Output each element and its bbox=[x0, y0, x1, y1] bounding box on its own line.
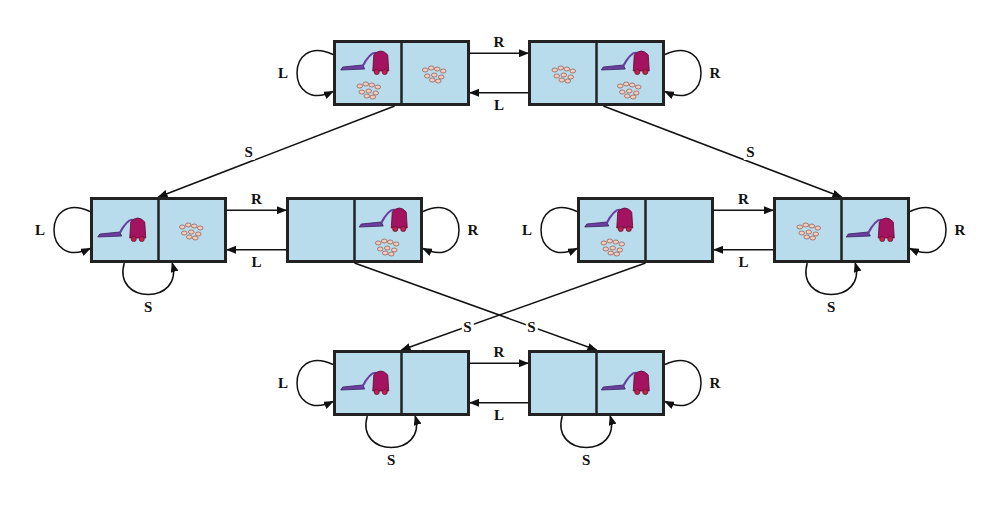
action-arrow bbox=[714, 209, 773, 211]
action-arrow bbox=[297, 51, 333, 96]
state-box bbox=[773, 197, 910, 263]
action-label: S bbox=[142, 299, 154, 315]
state-box bbox=[286, 197, 423, 263]
action-arrow bbox=[603, 106, 841, 197]
action-label: R bbox=[953, 222, 968, 238]
action-arrow bbox=[470, 92, 528, 94]
action-arrow bbox=[561, 416, 612, 448]
state-illustration bbox=[336, 43, 467, 103]
vacuum-icon bbox=[585, 208, 633, 232]
action-label: R bbox=[708, 65, 723, 81]
state-box bbox=[333, 350, 470, 416]
action-label: L bbox=[492, 407, 506, 423]
dirt-icon bbox=[601, 239, 625, 256]
state-box bbox=[333, 40, 470, 106]
dirt-icon bbox=[422, 66, 446, 83]
action-label: L bbox=[492, 97, 506, 113]
action-arrow bbox=[159, 106, 395, 197]
action-label: L bbox=[249, 254, 263, 270]
action-label: R bbox=[708, 375, 723, 391]
action-arrow bbox=[366, 416, 417, 448]
state-illustration bbox=[580, 200, 711, 260]
state-illustration bbox=[531, 353, 662, 413]
dirt-icon bbox=[552, 66, 576, 83]
action-arrow bbox=[470, 362, 528, 364]
action-arrow bbox=[910, 208, 946, 253]
action-arrow bbox=[297, 361, 333, 406]
action-arrow bbox=[54, 208, 90, 253]
state-box bbox=[528, 40, 665, 106]
action-label: S bbox=[580, 452, 592, 468]
dirt-icon bbox=[617, 82, 641, 99]
action-arrow bbox=[355, 263, 597, 350]
action-label: L bbox=[276, 375, 290, 391]
state-illustration bbox=[289, 200, 420, 260]
action-label: S bbox=[242, 144, 254, 160]
vacuum-icon bbox=[601, 51, 649, 75]
state-illustration bbox=[336, 353, 467, 413]
action-arrow bbox=[665, 51, 701, 96]
dirt-icon bbox=[375, 239, 399, 256]
dirt-icon bbox=[797, 223, 821, 240]
action-arrow bbox=[714, 249, 773, 251]
action-label: L bbox=[520, 222, 534, 238]
vacuum-icon bbox=[846, 218, 894, 242]
action-arrow bbox=[806, 263, 857, 295]
vacuum-icon bbox=[98, 218, 146, 242]
state-illustration bbox=[93, 200, 224, 260]
action-arrow bbox=[470, 402, 528, 404]
vacuum-icon bbox=[341, 371, 389, 395]
state-box bbox=[577, 197, 714, 263]
action-arrow bbox=[402, 263, 646, 350]
action-arrow bbox=[227, 249, 286, 251]
vacuum-icon bbox=[359, 208, 407, 232]
action-arrow bbox=[665, 361, 701, 406]
action-label: S bbox=[525, 319, 537, 335]
state-box bbox=[90, 197, 227, 263]
action-label: L bbox=[276, 65, 290, 81]
action-arrow bbox=[541, 208, 577, 253]
dirt-icon bbox=[179, 223, 203, 240]
action-arrow bbox=[470, 52, 528, 54]
action-label: S bbox=[385, 452, 397, 468]
action-arrow bbox=[227, 209, 286, 211]
vacuum-icon bbox=[601, 371, 649, 395]
action-label: R bbox=[249, 191, 264, 207]
state-illustration bbox=[531, 43, 662, 103]
state-box bbox=[528, 350, 665, 416]
dirt-icon bbox=[357, 82, 381, 99]
action-label: R bbox=[492, 34, 507, 50]
action-label: S bbox=[461, 319, 473, 335]
action-label: S bbox=[825, 299, 837, 315]
action-label: R bbox=[492, 344, 507, 360]
action-label: S bbox=[744, 144, 756, 160]
action-arrow bbox=[423, 208, 459, 253]
action-label: R bbox=[736, 191, 751, 207]
action-label: L bbox=[33, 222, 47, 238]
vacuum-icon bbox=[341, 51, 389, 75]
action-label: L bbox=[736, 254, 750, 270]
action-arrow bbox=[123, 263, 174, 295]
action-label: R bbox=[466, 222, 481, 238]
state-illustration bbox=[776, 200, 907, 260]
